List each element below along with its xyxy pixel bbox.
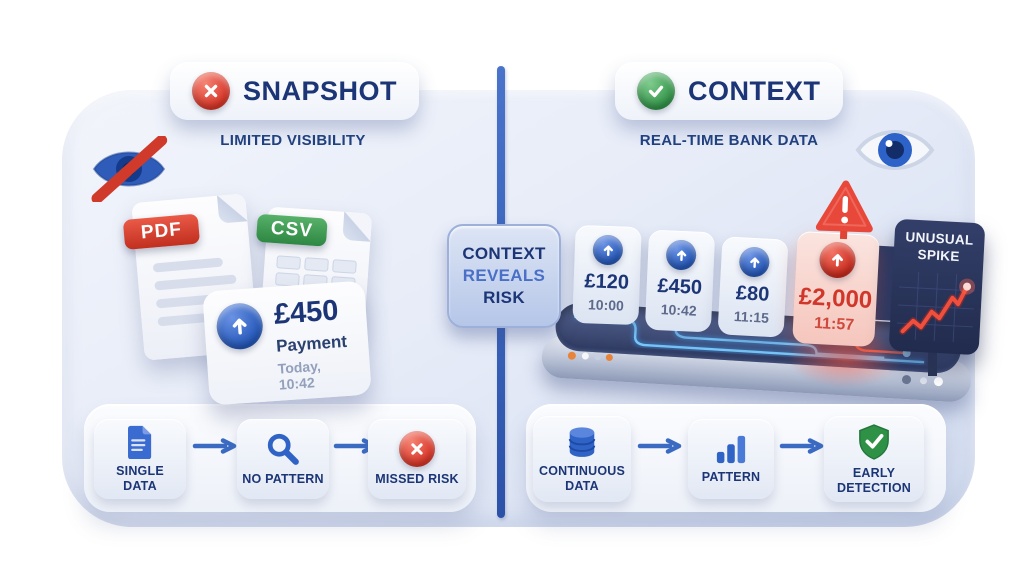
- led-dot: [933, 376, 944, 387]
- arrow-up-circle-icon: [665, 239, 697, 271]
- spike-card-post: [928, 348, 937, 376]
- page-fold: [217, 193, 248, 224]
- eye-off-icon: [88, 134, 170, 207]
- x-circle-icon: [399, 431, 435, 468]
- eye-icon: [852, 118, 938, 187]
- transaction-card: £450 10:42: [644, 229, 716, 333]
- led-dot: [567, 351, 577, 360]
- flow-label: NO PATTERN: [242, 472, 324, 487]
- flow-tile-early-detection: EARLY DETECTION: [824, 416, 924, 502]
- transaction-amount: £450: [657, 275, 703, 299]
- led-dot: [581, 352, 590, 360]
- context-reveals-risk-badge: CONTEXT REVEALS RISK: [447, 224, 561, 328]
- magnifier-icon: [267, 434, 299, 466]
- check-circle-icon: [637, 72, 675, 110]
- transaction-time: 11:57: [813, 314, 855, 334]
- triangle-stem: [839, 230, 848, 240]
- led-dot: [919, 376, 928, 385]
- badge-line-1: CONTEXT: [462, 243, 546, 263]
- arrow-right-icon: [779, 438, 824, 454]
- transaction-amount: £80: [735, 282, 770, 306]
- page-fold: [342, 211, 373, 242]
- badge-line-2: REVEALS: [462, 265, 546, 285]
- arrow-up-circle-icon: [215, 301, 265, 351]
- document-icon: [128, 425, 152, 460]
- transaction-time: 10:00: [587, 296, 625, 314]
- arrow-up-circle-icon: [738, 246, 771, 278]
- transaction-card: £120 10:00: [572, 224, 642, 326]
- snapshot-title: SNAPSHOT: [243, 75, 398, 106]
- csv-badge: CSV: [255, 213, 328, 247]
- arrow-right-icon: [192, 438, 237, 454]
- badge-line-3: RISK: [483, 288, 525, 308]
- bar-chart-icon: [716, 436, 746, 464]
- flow-tile-single-data: SINGLE DATA: [94, 419, 186, 499]
- transaction-time: 11:15: [733, 308, 770, 326]
- flow-label: SINGLE DATA: [116, 464, 164, 493]
- warning-triangle-icon: [815, 179, 875, 240]
- transaction-amount: £120: [584, 270, 630, 294]
- led-dot: [605, 353, 614, 362]
- payment-card: £450 Payment Today, 10:42: [202, 280, 372, 406]
- payment-time: Today, 10:42: [277, 357, 322, 393]
- context-subtitle: REAL-TIME BANK DATA: [639, 132, 819, 149]
- flow-tile-no-pattern: NO PATTERN: [237, 419, 329, 499]
- alert-transaction-card: £2,000 11:57: [792, 230, 880, 348]
- x-circle-icon: [192, 72, 230, 110]
- shield-check-icon: [859, 424, 889, 460]
- flow-label: MISSED RISK: [375, 472, 459, 487]
- transaction-amount: £2,000: [798, 283, 873, 314]
- arrow-up-circle-icon: [818, 241, 857, 279]
- flow-tile-continuous-data: CONTINUOUS DATA: [533, 416, 631, 502]
- flow-label: CONTINUOUS DATA: [538, 464, 626, 493]
- flow-label: PATTERN: [701, 470, 761, 485]
- payment-amount: £450: [272, 294, 340, 331]
- spike-line-chart-icon: [897, 271, 976, 342]
- unusual-spike-card: UNUSUAL SPIKE: [888, 218, 986, 356]
- payment-label: Payment: [275, 331, 348, 356]
- context-title: CONTEXT: [688, 75, 821, 106]
- flow-label: EARLY DETECTION: [836, 466, 912, 495]
- flow-tile-pattern: PATTERN: [688, 419, 774, 499]
- spike-title-line1: UNUSUAL: [905, 229, 974, 248]
- flow-tile-missed-risk: MISSED RISK: [368, 419, 466, 499]
- database-icon: [568, 427, 596, 458]
- context-header-pill: CONTEXT: [615, 62, 843, 120]
- arrow-right-icon: [637, 438, 682, 454]
- spike-title-line2: SPIKE: [917, 246, 961, 265]
- arrow-up-circle-icon: [592, 234, 624, 266]
- led-dot: [594, 354, 601, 361]
- transaction-card: £80 11:15: [717, 236, 789, 338]
- transaction-time: 10:42: [660, 301, 697, 319]
- snapshot-subtitle: LIMITED VISIBILITY: [220, 132, 366, 149]
- pdf-badge: PDF: [122, 213, 201, 250]
- snapshot-header-pill: SNAPSHOT: [170, 62, 420, 120]
